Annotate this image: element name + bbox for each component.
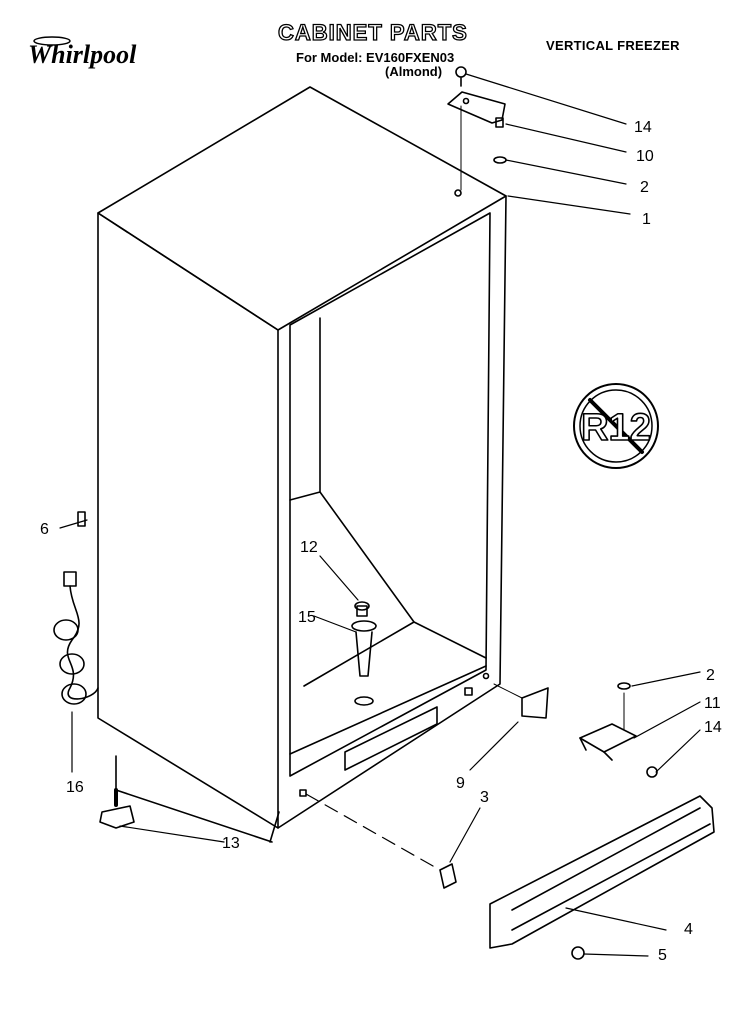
callout-9: 9 <box>456 775 465 792</box>
leader-lines <box>59 73 701 957</box>
latch-hole <box>299 789 307 797</box>
product-type: VERTICAL FREEZER <box>546 38 680 53</box>
part-9-hinge-bracket <box>521 687 549 719</box>
callout-1: 1 <box>642 211 651 228</box>
part-11-bottom-hinge <box>579 723 637 753</box>
callout-4: 4 <box>684 921 693 938</box>
callout-13: 13 <box>222 835 240 852</box>
page-title: CABINET PARTS <box>277 19 468 45</box>
whirlpool-logo: Whirlpool <box>28 34 154 72</box>
callout-12: 12 <box>300 539 318 556</box>
model-color: (Almond) <box>385 64 443 79</box>
part-top-hinge <box>447 91 506 124</box>
callout-16: 16 <box>66 779 84 796</box>
cabinet-top <box>97 86 507 331</box>
callout-14-top: 14 <box>634 119 652 136</box>
part-3-latch <box>305 793 457 889</box>
bottom-hinge-assembly <box>493 682 658 778</box>
hinge-hole <box>464 687 473 696</box>
callout-14-bottom: 14 <box>704 719 722 736</box>
callout-3: 3 <box>480 789 489 806</box>
part-10-bushing <box>495 117 504 128</box>
part-4-toe-grille <box>489 795 715 960</box>
part-6-clip <box>77 511 86 527</box>
cabinet <box>97 86 507 843</box>
grille-slot <box>344 706 438 771</box>
callout-2-bottom: 2 <box>706 667 715 684</box>
part-14-screw-bottom <box>646 766 658 778</box>
callout-11: 11 <box>704 695 721 712</box>
brand-name: Whirlpool <box>28 40 137 69</box>
part-2-washer-top <box>493 156 507 164</box>
part-2-washer-bottom <box>617 682 631 690</box>
no-r12-badge: R12 <box>573 383 659 469</box>
callouts: 14 10 2 1 6 12 15 16 13 2 11 14 9 3 4 5 <box>40 119 722 964</box>
callout-15: 15 <box>298 609 316 626</box>
callout-6: 6 <box>40 521 49 538</box>
part-14-screw-top <box>455 66 467 78</box>
logo-swoosh <box>33 36 71 46</box>
cabinet-opening <box>289 212 491 777</box>
part-5-screw <box>571 946 585 960</box>
callout-10: 10 <box>636 148 654 165</box>
part-15-drain-tube <box>351 620 377 632</box>
top-hinge-assembly <box>447 66 507 191</box>
callout-2-top: 2 <box>640 179 649 196</box>
callout-5: 5 <box>658 947 667 964</box>
model-number: For Model: EV160FXEN03 <box>296 50 455 65</box>
drain-assembly <box>351 601 377 706</box>
badge-text: R12 <box>581 407 651 449</box>
part-12-drain-plug <box>354 601 370 611</box>
cabinet-left-side <box>97 212 279 829</box>
part-16-power-cord <box>53 571 99 705</box>
part-13-leveling-leg <box>99 788 135 829</box>
